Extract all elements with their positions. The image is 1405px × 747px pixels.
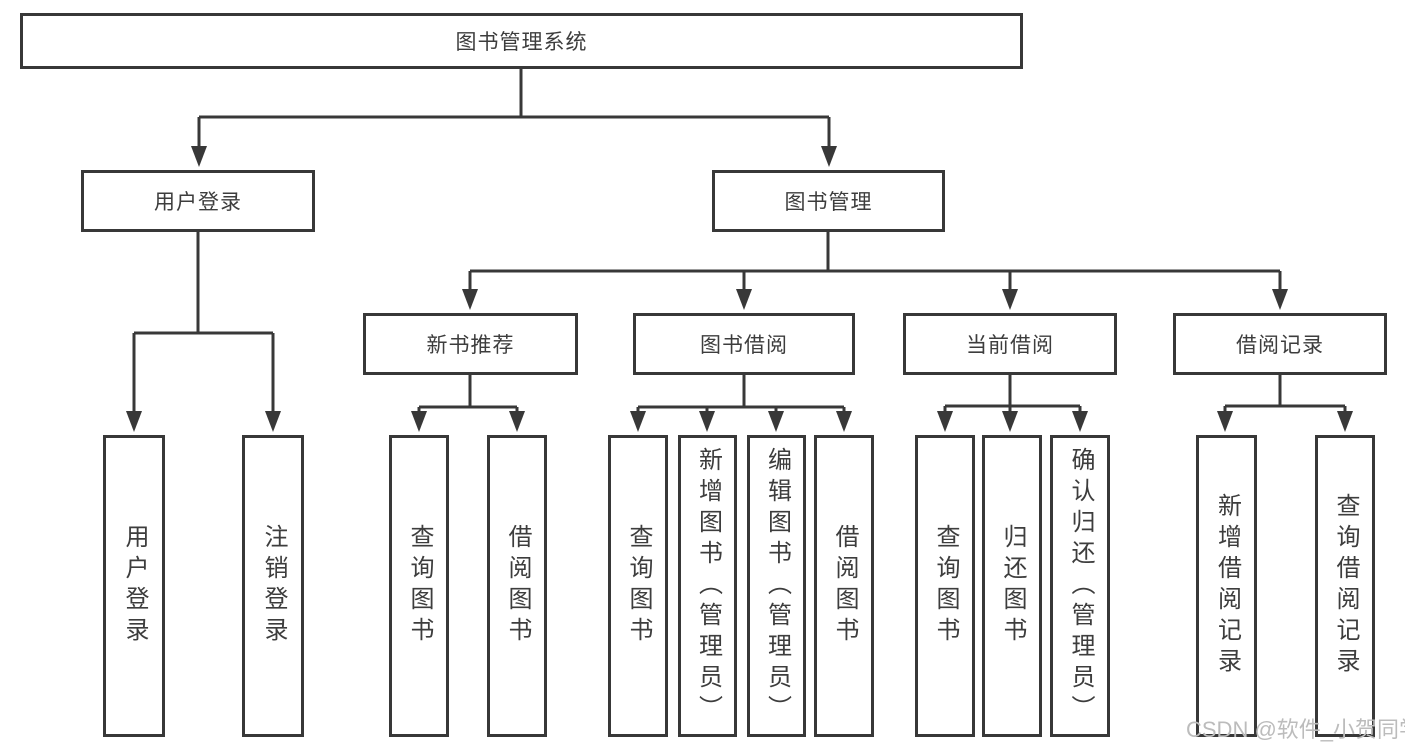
leaf-return-book-label: 归还图书 — [999, 524, 1026, 648]
connector-bookborrow-to-leaves — [636, 375, 846, 414]
node-borrow-record-label: 借阅记录 — [1236, 334, 1324, 357]
arrowhead — [191, 146, 207, 167]
leaf-query-borrow-record-label: 查询借阅记录 — [1332, 493, 1359, 679]
node-book-management-label: 图书管理 — [784, 191, 873, 214]
node-book-borrow-label: 图书借阅 — [700, 334, 788, 357]
connector-borrowrecord-to-leaves — [1223, 375, 1347, 414]
connector-bookmgmt-to-level3 — [468, 232, 1282, 292]
arrowhead — [1272, 289, 1288, 310]
node-root: 图书管理系统 — [20, 13, 1023, 69]
leaf-logout-label: 注销登录 — [260, 524, 287, 648]
node-root-label: 图书管理系统 — [455, 31, 588, 54]
leaf-add-book-admin: 新增图书（管理员） — [678, 435, 737, 737]
node-user-login-label: 用户登录 — [154, 191, 242, 214]
node-borrow-record: 借阅记录 — [1173, 313, 1387, 375]
arrowhead — [1072, 411, 1088, 432]
leaf-query-book-2: 查询图书 — [608, 435, 668, 737]
leaf-edit-book-admin: 编辑图书（管理员） — [747, 435, 806, 737]
arrowhead — [265, 411, 281, 432]
leaf-user-login-label: 用户登录 — [121, 524, 148, 648]
arrowhead — [1002, 289, 1018, 310]
leaf-query-borrow-record: 查询借阅记录 — [1315, 435, 1375, 737]
arrowhead — [836, 411, 852, 432]
connector-userlogin-to-leaves — [132, 232, 275, 414]
node-current-borrow-label: 当前借阅 — [966, 334, 1054, 357]
leaf-user-login: 用户登录 — [103, 435, 165, 737]
arrowhead — [126, 411, 142, 432]
node-user-login: 用户登录 — [81, 170, 315, 232]
leaf-confirm-return-admin: 确认归还（管理员） — [1050, 435, 1110, 737]
node-new-book-recommend: 新书推荐 — [363, 313, 578, 375]
watermark-text: CSDN @软件_小贺同学 — [1186, 717, 1405, 742]
connector-newbook-to-leaves — [417, 375, 519, 414]
leaf-borrow-book-1: 借阅图书 — [487, 435, 547, 737]
leaf-query-book-1-label: 查询图书 — [406, 524, 433, 648]
leaf-confirm-return-admin-label: 确认归还（管理员） — [1067, 446, 1094, 726]
arrowhead — [509, 411, 525, 432]
arrowhead — [1002, 411, 1018, 432]
arrowhead — [699, 411, 715, 432]
leaf-borrow-book-1-label: 借阅图书 — [504, 524, 531, 648]
leaf-add-borrow-record-label: 新增借阅记录 — [1213, 493, 1241, 679]
node-book-management: 图书管理 — [712, 170, 945, 232]
arrowhead — [1337, 411, 1353, 432]
arrowhead — [462, 289, 478, 310]
arrowhead — [1217, 411, 1233, 432]
leaf-add-borrow-record: 新增借阅记录 — [1196, 435, 1257, 737]
arrowhead — [736, 289, 752, 310]
arrowhead — [630, 411, 646, 432]
leaf-query-book-3-label: 查询图书 — [932, 524, 959, 648]
leaf-edit-book-admin-label: 编辑图书（管理员） — [763, 446, 791, 726]
arrowhead — [937, 411, 953, 432]
node-current-borrow: 当前借阅 — [903, 313, 1117, 375]
node-book-borrow: 图书借阅 — [633, 313, 855, 375]
leaf-borrow-book-2-label: 借阅图书 — [831, 524, 858, 648]
leaf-query-book-3: 查询图书 — [915, 435, 975, 737]
arrowhead — [821, 146, 837, 167]
arrowhead — [411, 411, 427, 432]
leaf-add-book-admin-label: 新增图书（管理员） — [694, 446, 722, 726]
node-new-book-recommend-label: 新书推荐 — [426, 334, 515, 357]
leaf-query-book-1: 查询图书 — [389, 435, 449, 737]
leaf-return-book: 归还图书 — [982, 435, 1042, 737]
connector-root-to-level2 — [197, 69, 831, 150]
leaf-logout: 注销登录 — [242, 435, 304, 737]
leaf-query-book-2-label: 查询图书 — [625, 524, 652, 648]
connector-currentborrow-to-leaves — [943, 375, 1082, 414]
arrowhead — [768, 411, 784, 432]
leaf-borrow-book-2: 借阅图书 — [814, 435, 874, 737]
